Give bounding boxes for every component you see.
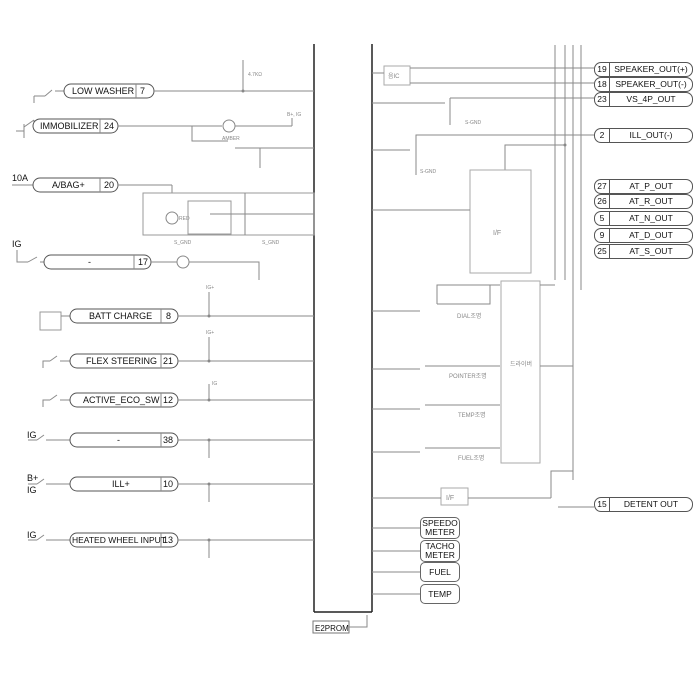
e2prom-block: E2PROM [312, 615, 368, 634]
svg-text:드라이버: 드라이버 [510, 360, 532, 368]
svg-text:20: 20 [104, 180, 114, 190]
if-block-detent: I/F [372, 440, 594, 508]
svg-text:17: 17 [138, 257, 148, 267]
svg-text:IG+: IG+ [206, 285, 214, 291]
vs-driver: S-GND [372, 97, 594, 126]
svg-text:B+, IG: B+, IG [287, 112, 301, 118]
svg-text:S_GND: S_GND [174, 240, 192, 246]
gauge-lines [372, 527, 420, 595]
svg-text:4.7KΩ: 4.7KΩ [248, 72, 262, 78]
svg-text:S_GND: S_GND [262, 240, 280, 246]
svg-text:IG: IG [27, 485, 37, 495]
svg-text:I/F: I/F [493, 230, 501, 237]
svg-text:10A: 10A [12, 173, 28, 183]
svg-text:IMMOBILIZER: IMMOBILIZER [40, 121, 99, 131]
driver-block: 드라이버 [500, 280, 573, 464]
svg-text:FUEL조명: FUEL조명 [458, 454, 484, 462]
svg-text:A/BAG+: A/BAG+ [52, 180, 85, 190]
input-row-flex-steering: FLEX STEERING 21 IG+ [42, 330, 314, 369]
svg-text:10: 10 [163, 479, 173, 489]
input-row-ill-plus: B+ IG ILL+ 10 [27, 473, 314, 502]
svg-text:21: 21 [163, 356, 173, 366]
gauge-temp: TEMP [420, 584, 460, 604]
svg-text:HEATED WHEEL INPUT: HEATED WHEEL INPUT [72, 535, 166, 545]
lamp-drivers: DIAL조명 POINTER조명 TEMP조명 FUEL조명 [372, 284, 500, 462]
svg-text:IG+: IG+ [206, 330, 214, 336]
svg-text:TEMP조명: TEMP조명 [458, 411, 486, 419]
gauge-fuel: FUEL [420, 562, 460, 582]
svg-text:-: - [117, 435, 120, 445]
svg-text:POINTER조명: POINTER조명 [449, 372, 487, 380]
svg-text:IG: IG [27, 430, 37, 440]
input-row-heated-wheel: IG HEATED WHEEL INPUT 13 [27, 530, 314, 558]
svg-text:38: 38 [163, 435, 173, 445]
svg-text:S-GND: S-GND [465, 120, 482, 126]
svg-text:S-GND: S-GND [420, 169, 437, 175]
svg-text:B+: B+ [27, 473, 38, 483]
svg-text:-: - [88, 257, 91, 267]
svg-text:DIAL조명: DIAL조명 [457, 312, 481, 320]
svg-text:음IC: 음IC [388, 73, 400, 80]
e2prom-label: E2PROM [315, 624, 349, 633]
svg-text:ACTIVE_ECO_SW: ACTIVE_ECO_SW [83, 395, 160, 405]
if-block-at: I/F [372, 169, 532, 274]
svg-text:IG: IG [27, 530, 37, 540]
svg-text:I/F: I/F [446, 495, 454, 502]
input-row-active-eco: ACTIVE_ECO_SW 12 IG [42, 381, 314, 408]
svg-text:24: 24 [104, 121, 114, 131]
svg-text:BATT CHARGE: BATT CHARGE [89, 311, 152, 321]
input-row-immobilizer: IMMOBILIZER 24 B+, IG AMBER [16, 112, 314, 168]
input-row-low-washer: LOW WASHER 7 4.7KΩ [33, 60, 314, 103]
svg-text:AMBER: AMBER [222, 136, 240, 142]
svg-text:FLEX STEERING: FLEX STEERING [86, 356, 157, 366]
input-row-38: IG - 38 [27, 430, 314, 458]
svg-text:IG: IG [212, 381, 217, 387]
pin-label: LOW WASHER [72, 86, 135, 96]
svg-text:8: 8 [166, 311, 171, 321]
sound-ic-block: 음IC [372, 65, 594, 86]
input-row-airbag: 10A A/BAG+ 20 RED S_GND S_GND [12, 173, 315, 246]
input-row-17: IG - 17 [12, 239, 260, 280]
main-ic-box [313, 44, 373, 613]
bus-lines [554, 45, 582, 480]
svg-text:RED: RED [179, 216, 190, 222]
input-row-batt-charge: BATT CHARGE 8 IG+ [39, 285, 314, 331]
svg-text:13: 13 [163, 535, 173, 545]
svg-text:12: 12 [163, 395, 173, 405]
svg-text:IG: IG [12, 239, 22, 249]
ill-driver: S-GND [372, 134, 594, 180]
pin-number: 7 [140, 86, 145, 96]
svg-text:ILL+: ILL+ [112, 479, 130, 489]
